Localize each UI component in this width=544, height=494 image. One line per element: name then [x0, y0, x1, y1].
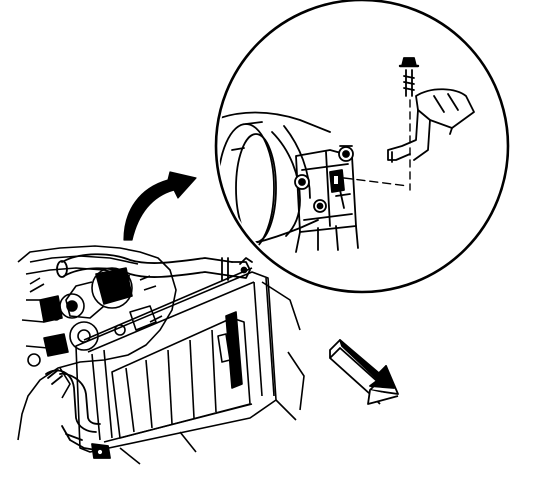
detail-callout-circle	[214, 0, 510, 294]
thermostat-housing	[294, 145, 359, 253]
lower-radiator-hose	[45, 369, 111, 459]
bolt	[398, 57, 420, 191]
engine	[17, 245, 177, 441]
front-direction-arrow	[329, 339, 399, 405]
callout-arrow	[123, 171, 197, 241]
bracket	[387, 88, 475, 163]
upper-radiator-hose	[56, 253, 253, 281]
alignment-line	[343, 177, 409, 187]
radiator	[75, 267, 305, 465]
